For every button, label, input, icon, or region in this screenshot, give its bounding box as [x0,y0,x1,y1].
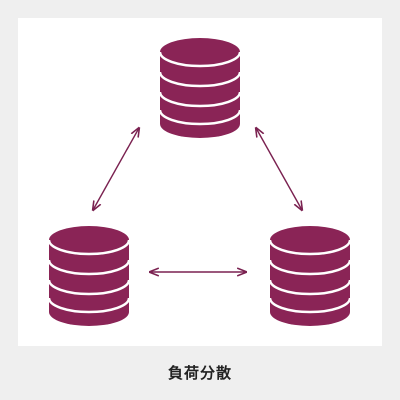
bidirectional-arrow-top-right [256,128,302,210]
database-icon [268,226,352,326]
diagram-caption: 負荷分散 [167,364,232,382]
database-icon [47,226,131,326]
bidirectional-arrow-top-left [93,128,139,210]
database-icon [158,38,242,138]
